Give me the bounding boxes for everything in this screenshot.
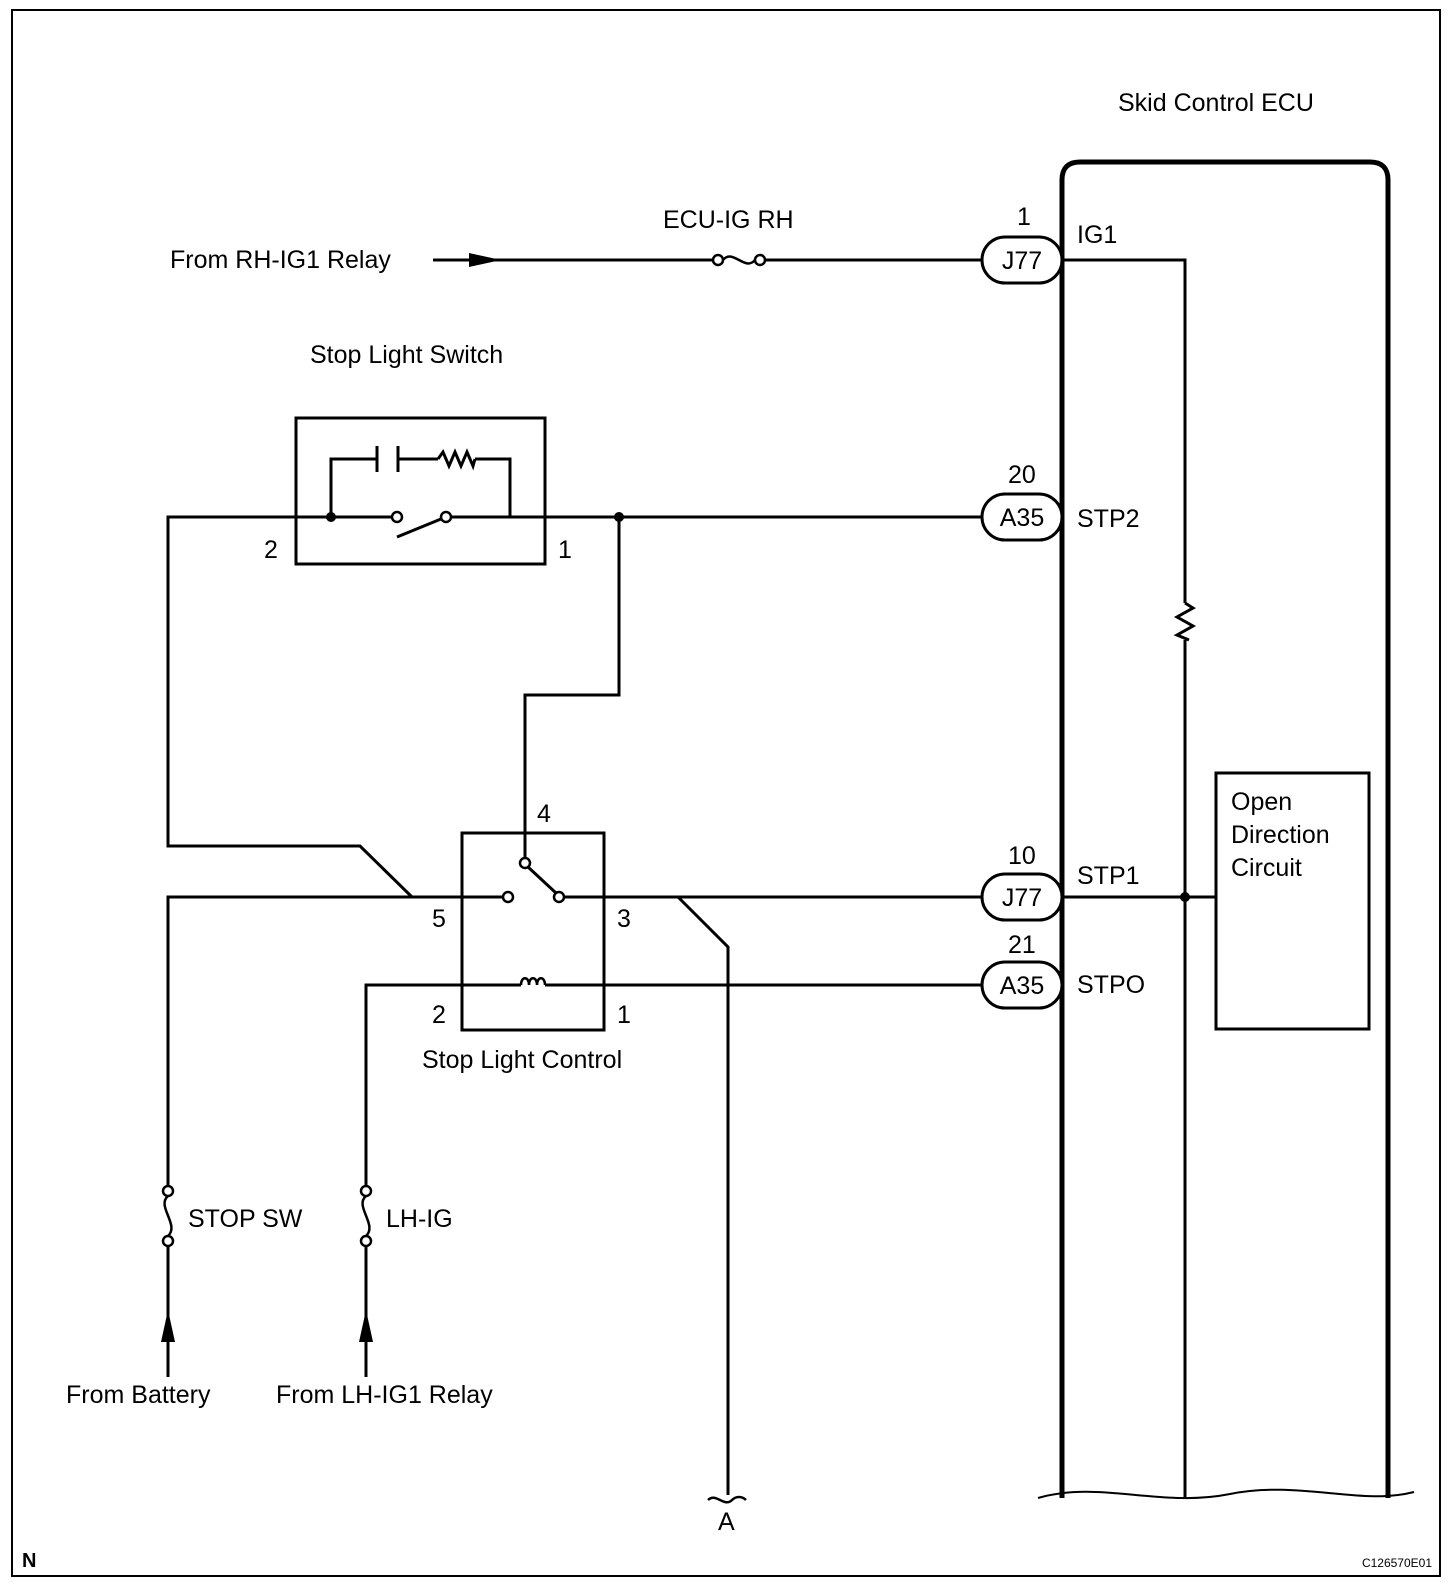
- branch-a-break-mark: [707, 1495, 747, 1504]
- open-direction-line-2: Direction: [1231, 821, 1330, 849]
- open-direction-line-1: Open: [1231, 788, 1292, 816]
- connector-j77-stp1: [980, 872, 1064, 922]
- diagram-frame: [11, 9, 1441, 1577]
- connector-a35-stp2-label: A35: [1000, 504, 1044, 532]
- source-lh-ig1-relay: From LH-IG1 Relay: [276, 1381, 493, 1409]
- arrow-right-icon: [469, 253, 501, 267]
- stop-light-control-pin-4: 4: [537, 800, 551, 828]
- ecu-title: Skid Control ECU: [1118, 89, 1314, 117]
- terminal-ig1: IG1: [1077, 221, 1117, 249]
- connector-a35-stpo-label: A35: [1000, 972, 1044, 1000]
- resistor-icon: [436, 448, 477, 471]
- open-direction-line-3: Circuit: [1231, 854, 1302, 882]
- continuation-a-label: A: [718, 1508, 735, 1536]
- pin-ig1-number: 1: [1017, 203, 1031, 231]
- connector-j77-ig1: [980, 235, 1064, 285]
- stop-light-switch-pin-2: 2: [264, 536, 278, 564]
- corner-mark-n: N: [22, 1550, 36, 1572]
- terminal-stp1: STP1: [1077, 862, 1140, 890]
- relay-switch-contact: [501, 856, 566, 904]
- stop-light-control-pin-2: 2: [432, 1001, 446, 1029]
- stop-light-switch-box: [294, 416, 547, 566]
- stop-light-control-pin-5: 5: [432, 905, 446, 933]
- fuse-ecu-ig-rh-symbol: [711, 253, 767, 267]
- terminal-stp2: STP2: [1077, 505, 1140, 533]
- fuse-lh-ig-label: LH-IG: [386, 1205, 453, 1233]
- lh-ig-wire: [364, 983, 521, 1186]
- stop-light-switch-pin-1: 1: [558, 536, 572, 564]
- ecu-ig1-internal-wire: [1062, 258, 1187, 603]
- stop-light-switch-title: Stop Light Switch: [310, 341, 503, 369]
- source-battery: From Battery: [66, 1381, 211, 1409]
- connector-j77-ig1-label: J77: [1002, 247, 1042, 275]
- open-direction-circuit-block: [1214, 771, 1371, 1031]
- branch-a-wire: [676, 895, 730, 1495]
- stop-light-switch-bypass-wire: [329, 457, 512, 517]
- control-pin4-wire: [523, 517, 621, 858]
- relay-coil-icon: [519, 977, 547, 986]
- terminal-stpo: STPO: [1077, 971, 1145, 999]
- open-direction-circuit-label: Open Direction Circuit: [1231, 788, 1337, 882]
- stop-light-control-title: Stop Light Control: [422, 1046, 622, 1074]
- ecu-box: [1059, 159, 1391, 1498]
- fuse-ecu-ig-rh-label: ECU-IG RH: [663, 206, 794, 234]
- connector-j77-stp1-label: J77: [1002, 884, 1042, 912]
- connector-a35-stp2: [980, 492, 1064, 542]
- stop-light-switch-contact: [331, 510, 510, 539]
- fuse-lh-ig-symbol: [359, 1184, 373, 1248]
- stop-light-control-pin-1: 1: [617, 1001, 631, 1029]
- fuse-stop-sw-symbol: [161, 1184, 175, 1248]
- stop-light-control-pin-3: 3: [617, 905, 631, 933]
- ecu-pullup-resistor: [1173, 601, 1197, 642]
- capacitor-icon: [375, 446, 400, 472]
- pin-stp1-number: 10: [1008, 842, 1036, 870]
- pin-stpo-number: 21: [1008, 931, 1036, 959]
- arrow-up-icon: [359, 1310, 373, 1342]
- connector-a35-stpo: [980, 960, 1064, 1010]
- switch-pin2-wire: [166, 515, 414, 899]
- arrow-up-icon: [161, 1310, 175, 1342]
- pin-stp2-number: 20: [1008, 461, 1036, 489]
- fuse-stop-sw-label: STOP SW: [188, 1205, 303, 1233]
- stop-light-control-box: [460, 831, 606, 1032]
- figure-code: C126570E01: [1362, 1556, 1432, 1570]
- ecu-break-line: [1037, 1488, 1415, 1500]
- ecu-junction-dot: [1180, 892, 1190, 902]
- stop-sw-wire: [166, 895, 503, 1186]
- source-rh-ig1-relay: From RH-IG1 Relay: [170, 246, 391, 274]
